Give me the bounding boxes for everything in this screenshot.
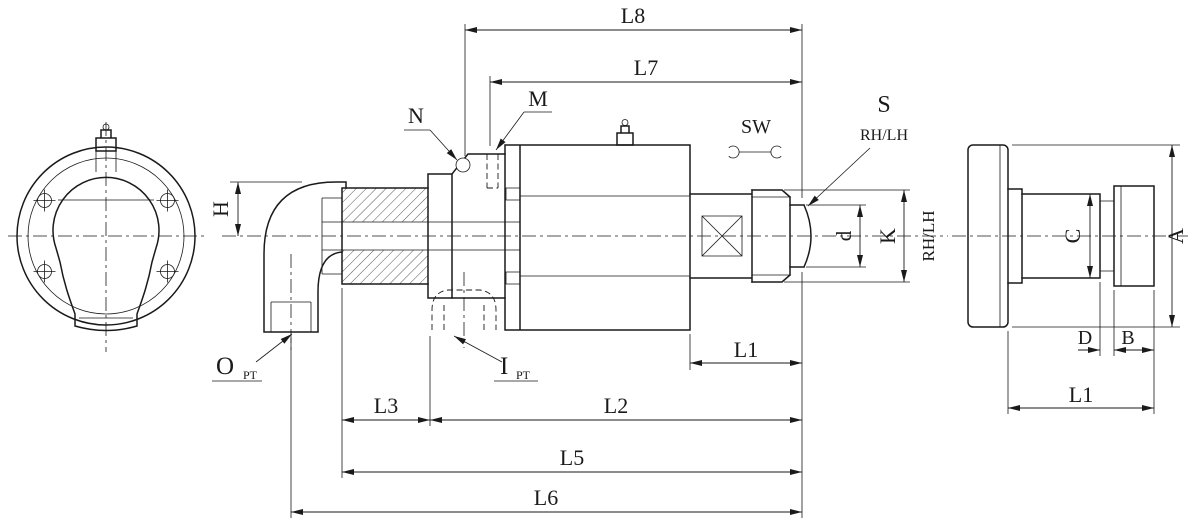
label-l7: L7 (634, 55, 658, 80)
label-l2: L2 (604, 393, 628, 418)
body-nipple-tip (621, 119, 629, 126)
leader-lines (255, 111, 871, 363)
flange-inner-circle (27, 157, 185, 315)
thread-section (751, 189, 792, 283)
nut-hatch-bottom (342, 250, 428, 284)
label-l3: L3 (374, 393, 398, 418)
label-l5: L5 (560, 445, 584, 470)
leader-s (807, 147, 871, 207)
label-m: M (528, 86, 548, 111)
wrench-flats-box (701, 215, 743, 257)
label-d-cap: D (1078, 327, 1092, 349)
label-h: H (208, 201, 233, 217)
shaft-flange-disk (967, 144, 1009, 328)
label-rhlh-top: RH/LH (860, 127, 908, 144)
leader-o-port (255, 333, 293, 363)
wrench-icon (728, 145, 782, 159)
inlet-port-hidden (431, 289, 497, 330)
shaft-neck-groove (1100, 200, 1114, 272)
front-flange-view (8, 122, 204, 352)
housing-body (504, 144, 691, 331)
label-l1-mid: L1 (734, 337, 758, 362)
body-grease-nipple (616, 125, 634, 146)
label-i-port-sub: PT (516, 368, 531, 382)
dimension-labels: L8 L7 M N SW S RH/LH H d K RH/LH O PT I … (208, 3, 1188, 510)
label-c: C (1060, 229, 1085, 244)
hex-nut-outline (341, 187, 429, 285)
label-i-port: I (500, 353, 508, 380)
thread-root-lines (752, 196, 790, 276)
shaft-hub (1007, 188, 1023, 284)
elbow-outline (263, 181, 347, 333)
grease-ball-fitting (455, 157, 471, 173)
front-nipple-boss (95, 151, 117, 172)
front-housing-details (58, 199, 154, 319)
label-a: A (1163, 228, 1188, 244)
shaft-flats-section (689, 189, 753, 283)
bolt-holes (33, 189, 179, 283)
label-l8: L8 (621, 3, 645, 28)
label-o-port: O (216, 353, 234, 380)
front-housing-horseshoe (52, 176, 160, 332)
pipe-bore-lines (322, 221, 520, 251)
m-thread-hole-hidden (486, 154, 499, 189)
label-rhlh-side: RH/LH (919, 211, 938, 262)
label-b: B (1121, 327, 1134, 349)
label-o-port-sub: PT (243, 368, 258, 382)
label-sw: SW (741, 116, 771, 138)
front-centerlines (8, 122, 204, 352)
nut-hatch-top (342, 188, 428, 222)
shaft-end-collar (1113, 185, 1155, 287)
union-collar (321, 197, 342, 275)
shaft-end-journal (789, 204, 812, 268)
label-d-small: d (832, 230, 856, 241)
front-nipple-tip (102, 123, 110, 131)
label-l6: L6 (534, 485, 558, 510)
extension-lines (230, 24, 1180, 518)
leader-n (429, 129, 458, 161)
leader-m (495, 111, 525, 151)
housing-bore-lines (520, 195, 690, 277)
flange-outer-circle (16, 146, 196, 326)
bolt-hole-crosshairs (33, 189, 179, 283)
label-s: S (877, 92, 890, 118)
bearing-seals (505, 187, 521, 285)
leader-i-port (453, 335, 503, 363)
label-underlines (212, 111, 552, 382)
bearing-cover (450, 153, 506, 299)
label-l1-right: L1 (1069, 382, 1093, 407)
label-n: N (408, 103, 424, 128)
label-k: K (875, 228, 900, 244)
elbow-port-thread (270, 301, 312, 332)
dimension-lines (235, 27, 1175, 515)
main-section-view (222, 119, 948, 350)
